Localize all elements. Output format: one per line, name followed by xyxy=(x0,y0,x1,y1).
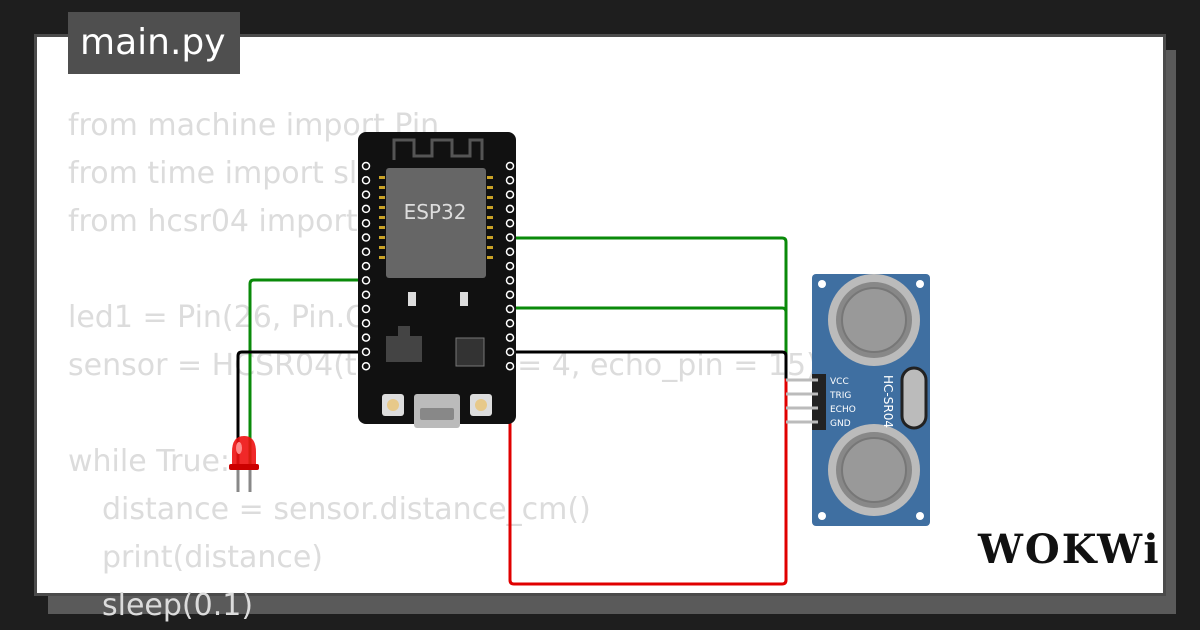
wires xyxy=(236,236,820,586)
esp32-pin[interactable] xyxy=(505,161,515,171)
transducer-bottom xyxy=(828,424,920,516)
transducer-top xyxy=(828,274,920,366)
esp32-label: ESP32 xyxy=(404,200,467,224)
code-line: while True: xyxy=(68,444,231,479)
esp32-pin[interactable] xyxy=(361,319,371,328)
preview-card xyxy=(34,34,1166,596)
esp32-pin[interactable] xyxy=(505,176,515,185)
esp32-pin[interactable] xyxy=(361,204,371,214)
wire-echo xyxy=(510,236,820,410)
esp32-pin[interactable] xyxy=(505,233,515,242)
esp32-pin[interactable] xyxy=(505,361,515,371)
file-tab-main[interactable]: main.py xyxy=(68,12,240,74)
sensor-pin-gnd: GND xyxy=(830,419,851,429)
sensor-pin-leads xyxy=(786,378,818,424)
esp32-pin[interactable] xyxy=(505,247,515,257)
led-red[interactable] xyxy=(229,436,259,492)
esp32-pin[interactable] xyxy=(361,261,371,271)
esp32-pin[interactable] xyxy=(361,247,371,257)
esp32-pin[interactable] xyxy=(361,233,371,242)
wire-led-gnd xyxy=(236,350,366,488)
esp32-pin[interactable] xyxy=(361,276,371,285)
sensor-pin-echo: ECHO xyxy=(830,405,856,415)
esp32-pin[interactable] xyxy=(505,304,515,314)
code-line: led1 = Pin(26, Pin.OUT) xyxy=(68,300,421,335)
esp32-pin[interactable] xyxy=(505,290,515,299)
wire-gnd xyxy=(510,350,820,424)
esp32-pin[interactable] xyxy=(361,333,371,342)
esp32-pin[interactable] xyxy=(505,333,515,342)
esp32-pin[interactable] xyxy=(505,347,515,357)
esp32-pin[interactable] xyxy=(361,218,371,228)
esp32-pin[interactable] xyxy=(361,304,371,314)
esp32-pins xyxy=(361,161,515,371)
esp32-pin[interactable] xyxy=(505,319,515,328)
sensor-label: HC-SR04 xyxy=(881,375,895,428)
code-line: distance = sensor.distance_cm() xyxy=(102,492,591,527)
esp32-pin[interactable] xyxy=(361,161,371,171)
sensor-pin-trig: TRIG xyxy=(829,391,851,401)
esp32-pin[interactable] xyxy=(361,290,371,299)
sensor-pin-vcc: VCC xyxy=(830,377,849,387)
esp32-pin[interactable] xyxy=(505,204,515,214)
esp32-pin[interactable] xyxy=(361,361,371,371)
code-line: print(distance) xyxy=(102,540,324,575)
esp32-pin[interactable] xyxy=(505,190,515,199)
esp32-board[interactable]: ESP32 xyxy=(358,132,516,428)
esp32-pin[interactable] xyxy=(361,347,371,357)
wire-led-signal xyxy=(248,278,366,488)
hc-sr04-sensor[interactable]: HC-SR04 VCC TRIG ECHO GND xyxy=(786,274,930,526)
code-line: from machine import Pin xyxy=(68,108,440,143)
wokwi-logo: WOKWi xyxy=(978,526,1161,573)
esp32-pin[interactable] xyxy=(505,218,515,228)
esp32-pin[interactable] xyxy=(361,176,371,185)
wire-vcc xyxy=(508,366,820,586)
code-line: sleep(0.1) xyxy=(102,588,254,623)
esp32-pin[interactable] xyxy=(505,261,515,271)
esp32-pin[interactable] xyxy=(361,190,371,199)
esp32-pin[interactable] xyxy=(505,276,515,285)
